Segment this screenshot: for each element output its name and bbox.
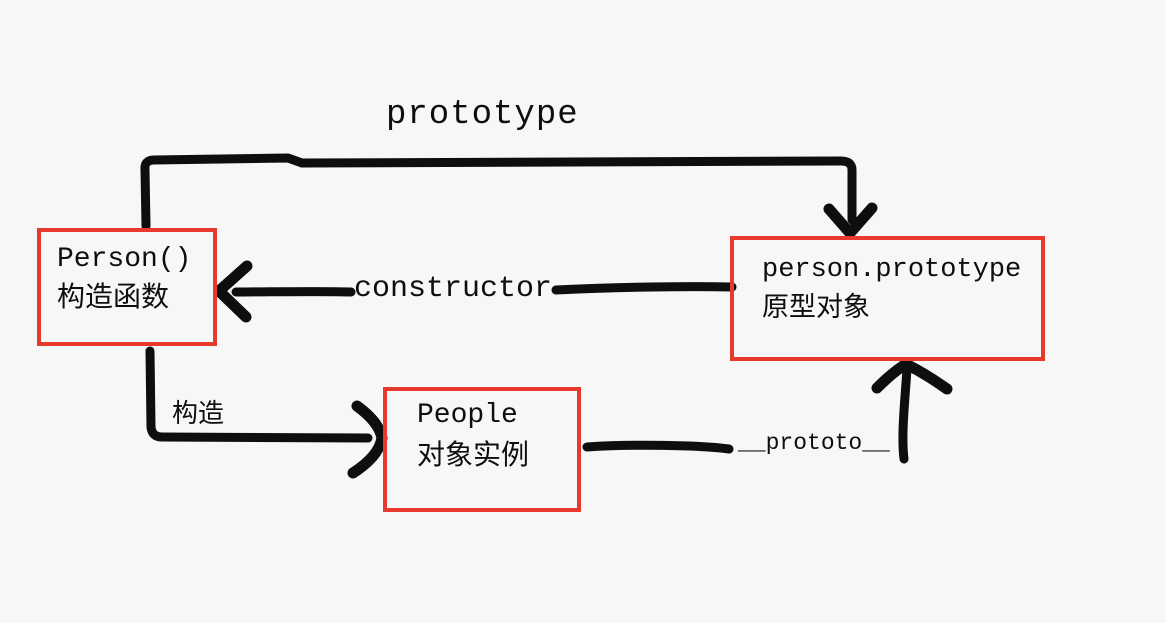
prototype-arrowhead-icon [823,202,878,239]
constructor-arrow [213,260,737,323]
prototype-arrow-label: prototype [386,96,579,134]
proto-up-arrow-shaft [898,364,912,464]
prototype-object-box-title: person.prototype [762,255,1022,285]
constructor-arrow-shaft-right [551,282,737,295]
proto-arrow-label: __prototo__ [738,430,890,456]
prototype-object-box: person.prototype 原型对象 [730,236,1045,361]
construct-arrow-label: 构造 [172,400,225,430]
prototype-arrow-shaft [140,153,857,231]
instance-box: People 对象实例 [383,387,581,512]
constructor-function-box: Person() 构造函数 [37,228,217,346]
prototype-object-box-subtitle: 原型对象 [762,295,870,325]
construct-arrowhead-icon [347,400,388,479]
constructor-arrowhead-icon [213,260,253,323]
constructor-function-box-subtitle: 构造函数 [57,284,170,315]
construct-arrow-shaft [145,346,373,443]
instance-box-title: People [417,400,518,431]
proto-arrow-shaft [582,440,734,454]
constructor-function-box-title: Person() [57,244,192,275]
proto-up-arrowhead-icon [871,358,953,395]
construct-arrow [145,346,388,479]
prototype-arrow [140,153,878,239]
proto-arrow [582,358,953,464]
instance-box-subtitle: 对象实例 [417,442,530,473]
constructor-arrow-label: constructor [354,272,553,306]
